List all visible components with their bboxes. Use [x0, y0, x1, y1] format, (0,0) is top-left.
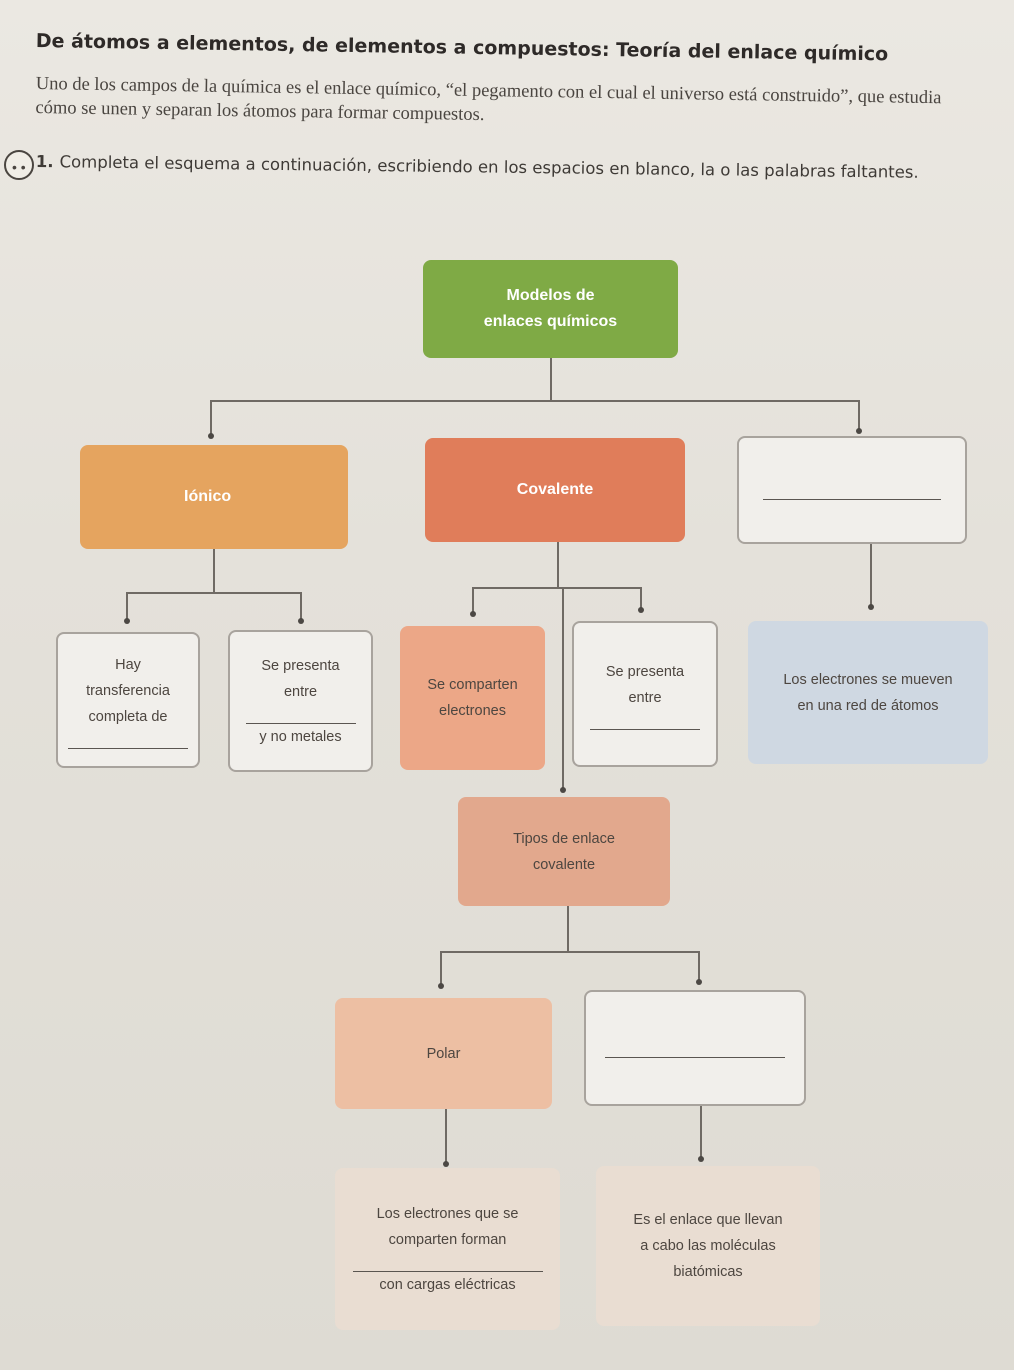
root-box-modelos: Modelos de enlaces químicos — [423, 260, 678, 358]
connector — [440, 951, 442, 985]
connector — [210, 400, 860, 402]
connector — [550, 358, 552, 402]
connector — [210, 400, 212, 436]
connector-dot — [698, 1156, 704, 1162]
connector — [640, 587, 642, 609]
connector — [445, 1109, 447, 1163]
box-ionico: Iónico — [80, 445, 348, 549]
connector — [472, 587, 474, 613]
connector — [870, 544, 872, 606]
answer-blank[interactable] — [245, 705, 356, 724]
connector — [698, 951, 700, 981]
connector-dot — [438, 983, 444, 989]
box-polar-desc: Los electrones que se comparten forman c… — [335, 1168, 560, 1330]
answer-blank[interactable] — [352, 1253, 543, 1272]
connector-dot — [208, 433, 214, 439]
page-title: De átomos a elementos, de elementos a co… — [35, 30, 889, 66]
answer-blank[interactable] — [68, 730, 188, 749]
box-se-presenta-covalente: Se presenta entre — [572, 621, 718, 767]
box-se-comparten: Se comparten electrones — [400, 626, 545, 770]
instruction-text: Completa el esquema a continuación, escr… — [59, 152, 919, 182]
connector — [567, 906, 569, 952]
intro-paragraph: Uno de los campos de la química es el en… — [35, 73, 942, 126]
smiley-icon: • • — [4, 150, 34, 180]
box-covalente: Covalente — [425, 438, 685, 542]
connector-dot — [124, 618, 130, 624]
box-red-de-atomos: Los electrones se mueven en una red de á… — [748, 621, 988, 764]
box-se-presenta-ionico: Se presenta entre y no metales — [228, 630, 373, 772]
connector — [440, 951, 700, 953]
connector-dot — [868, 604, 874, 610]
connector-dot — [298, 618, 304, 624]
blank-third-model-box[interactable] — [737, 436, 967, 544]
connector-dot — [560, 787, 566, 793]
instruction: 1.Completa el esquema a continuación, es… — [36, 150, 956, 185]
connector — [126, 592, 128, 620]
connector — [557, 542, 559, 588]
connector — [858, 400, 860, 430]
box-tipos-enlace-covalente: Tipos de enlace covalente — [458, 797, 670, 906]
answer-blank[interactable] — [763, 481, 941, 500]
connector-dot — [856, 428, 862, 434]
connector-dot — [443, 1161, 449, 1167]
connector — [300, 592, 302, 620]
connector-dot — [470, 611, 476, 617]
box-polar: Polar — [335, 998, 552, 1109]
connector — [700, 1106, 702, 1158]
connector-dot — [696, 979, 702, 985]
connector — [472, 587, 642, 589]
answer-blank[interactable] — [605, 1039, 785, 1058]
connector — [126, 592, 302, 594]
instruction-number: 1. — [35, 151, 54, 172]
blank-no-polar-box[interactable] — [584, 990, 806, 1106]
box-hay-transferencia: Hay transferencia completa de — [56, 632, 200, 768]
connector — [562, 588, 564, 790]
connector-dot — [638, 607, 644, 613]
answer-blank[interactable] — [590, 711, 700, 730]
box-no-polar-desc: Es el enlace que llevan a cabo las moléc… — [596, 1166, 820, 1326]
connector — [213, 549, 215, 593]
